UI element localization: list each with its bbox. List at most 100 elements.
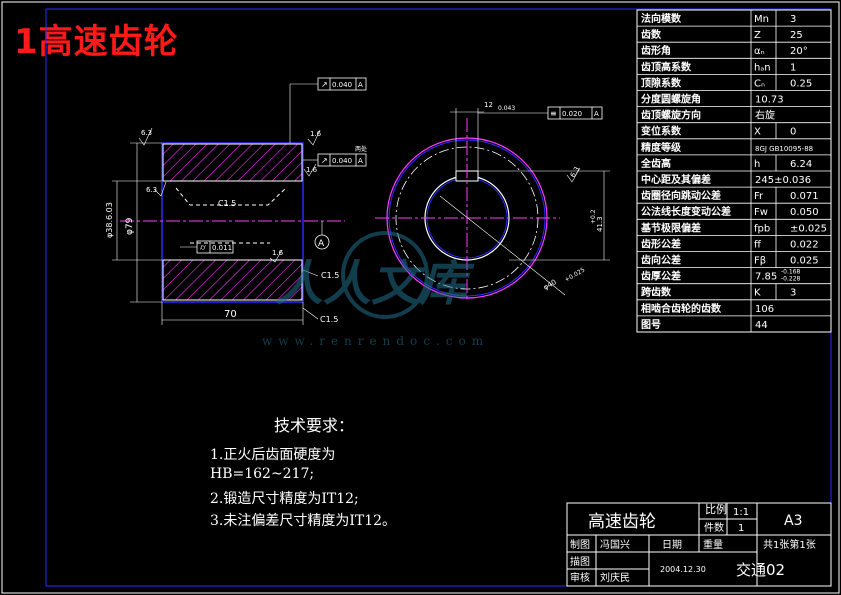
svg-text:0.040: 0.040 xyxy=(332,81,352,89)
svg-text:0.043: 0.043 xyxy=(498,105,515,112)
tech-line-1: 1.正火后齿面硬度为 xyxy=(210,447,336,463)
param-symbol: fpb xyxy=(754,223,770,234)
param-symbol: hₐn xyxy=(754,62,771,73)
param-symbol: Mn xyxy=(754,14,769,25)
param-value: 44 xyxy=(755,320,768,331)
tech-line-2: HB=162~217; xyxy=(210,466,315,482)
svg-text:日期: 日期 xyxy=(662,539,682,551)
gdt-frame-2: ↗ 0.040 A xyxy=(317,153,367,167)
width-dim: 70 xyxy=(224,309,237,320)
param-label: 基节极限偏差 xyxy=(640,221,701,234)
param-value: 106 xyxy=(755,304,774,315)
param-symbol: Z xyxy=(754,30,761,41)
param-label: 齿数 xyxy=(641,28,662,41)
param-row: 公法线长度变动公差 Fw 0.050 xyxy=(637,202,831,220)
bore-dim-front: φ40 xyxy=(542,278,558,292)
tol-upper: -0.168 xyxy=(781,269,801,276)
svg-text:描图: 描图 xyxy=(570,555,590,568)
svg-text:A: A xyxy=(358,81,363,89)
tech-heading: 技术要求： xyxy=(274,416,355,435)
qty-label: 件数 xyxy=(704,521,724,534)
param-row: 齿顶高系数 hₐn 1 xyxy=(637,57,831,75)
param-label: 公法线长度变动公差 xyxy=(641,205,731,218)
svg-text:↗: ↗ xyxy=(321,80,328,89)
svg-text:+0.025: +0.025 xyxy=(564,266,587,283)
param-label: 齿顶高系数 xyxy=(641,60,692,73)
roughness-5: 1.6 xyxy=(272,249,284,257)
svg-text:↗: ↗ xyxy=(321,156,328,165)
chamfer-label-2: C1.5 xyxy=(321,271,339,280)
svg-text:0.011: 0.011 xyxy=(212,244,232,252)
svg-text:A: A xyxy=(594,110,599,118)
param-symbol: Cₙ xyxy=(754,78,765,89)
svg-text:A: A xyxy=(318,239,325,249)
param-symbol: αₙ xyxy=(754,46,765,57)
param-row: 齿向公差 Fβ 0.025 xyxy=(637,251,831,268)
svg-text:≡: ≡ xyxy=(550,109,557,118)
param-value: 0.25 xyxy=(790,78,812,89)
svg-text:制图: 制图 xyxy=(570,538,590,551)
param-value: 0.071 xyxy=(790,191,819,202)
qty-value: 1 xyxy=(738,523,744,534)
roughness-2: 1.6 xyxy=(310,130,322,138)
key-width-dim: 12 xyxy=(484,101,493,109)
organization: 交通02 xyxy=(736,561,785,579)
param-label: 跨齿数 xyxy=(641,286,672,299)
svg-text:重量: 重量 xyxy=(703,538,723,551)
part-name: 高速齿轮 xyxy=(588,512,656,532)
paper-size: A3 xyxy=(784,513,802,529)
param-symbol: Fβ xyxy=(754,256,766,267)
drawn-by: 冯国兴 xyxy=(600,539,630,551)
svg-text:⌭: ⌭ xyxy=(200,243,206,252)
param-label: 齿圈径向跳动公差 xyxy=(641,189,721,202)
tech-line-4: 3.未注偏差尺寸精度为IT12。 xyxy=(210,513,397,529)
roughness-4: 6.3 xyxy=(146,186,157,194)
top-section-hatch xyxy=(162,143,303,182)
param-label: 齿形角 xyxy=(641,44,671,57)
bore-diameter-dim: φ38.6.03 xyxy=(105,202,114,238)
param-label: 中心距及其偏差 xyxy=(641,173,711,186)
param-value: 245±0.036 xyxy=(755,175,811,186)
param-value: 0.022 xyxy=(790,239,819,250)
param-label: 齿向公差 xyxy=(641,254,681,267)
chamfer-label-1: C1.5 xyxy=(218,199,236,208)
param-label: 全齿高 xyxy=(640,157,671,170)
title-block: 高速齿轮 比例 件数 1:1 1 A3 制图 冯国兴 日期 重量 共1张第1张 … xyxy=(566,502,832,587)
param-value: ±0.025 xyxy=(790,223,827,234)
drawing-date: 2004.12.30 xyxy=(660,565,706,574)
param-symbol: X xyxy=(754,127,761,138)
param-value: 6.24 xyxy=(790,159,812,170)
param-label: 齿顶螺旋方向 xyxy=(641,109,701,122)
param-label: 法向模数 xyxy=(641,12,682,25)
tol-lower: -0.228 xyxy=(781,276,801,283)
param-label: 顶隙系数 xyxy=(641,76,682,89)
gdt-frame-4: ≡ 0.020 A xyxy=(547,106,603,120)
param-value: 0.050 xyxy=(790,207,819,218)
svg-text:0.040: 0.040 xyxy=(332,157,352,165)
watermark-url: www.renrendoc.com xyxy=(262,334,489,348)
param-value: 1 xyxy=(790,62,796,73)
key-depth-dim: 41.3 xyxy=(596,216,604,232)
param-row: 基节极限偏差 fpb ±0.025 xyxy=(637,218,831,236)
param-symbol: Fr xyxy=(754,191,764,202)
param-value: 10.73 xyxy=(755,95,784,106)
param-value: 0 xyxy=(790,127,796,138)
param-symbol: Fw xyxy=(754,207,768,218)
sheet-count: 共1张第1张 xyxy=(763,538,816,551)
param-value: 8GJ GB10095-88 xyxy=(755,145,813,153)
scale-value: 1:1 xyxy=(733,507,749,518)
roughness-3: 1.6 xyxy=(306,166,318,174)
param-value: 0.025 xyxy=(790,256,819,267)
gdt-frame-3: ⌭ 0.011 xyxy=(196,240,234,254)
param-label: 齿厚公差 xyxy=(641,270,681,283)
